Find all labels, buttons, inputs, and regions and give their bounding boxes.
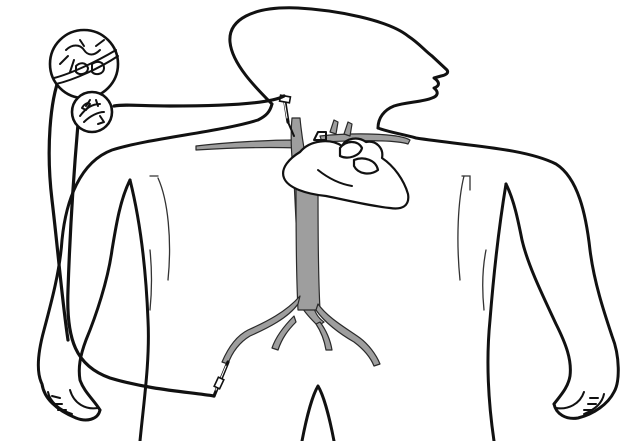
head (230, 8, 448, 128)
neck-cannula (280, 95, 294, 136)
arms (48, 180, 604, 441)
oxygenator-magnifier-icon (50, 30, 118, 98)
pump-icon (72, 92, 112, 132)
femoral-cannula (214, 362, 228, 396)
